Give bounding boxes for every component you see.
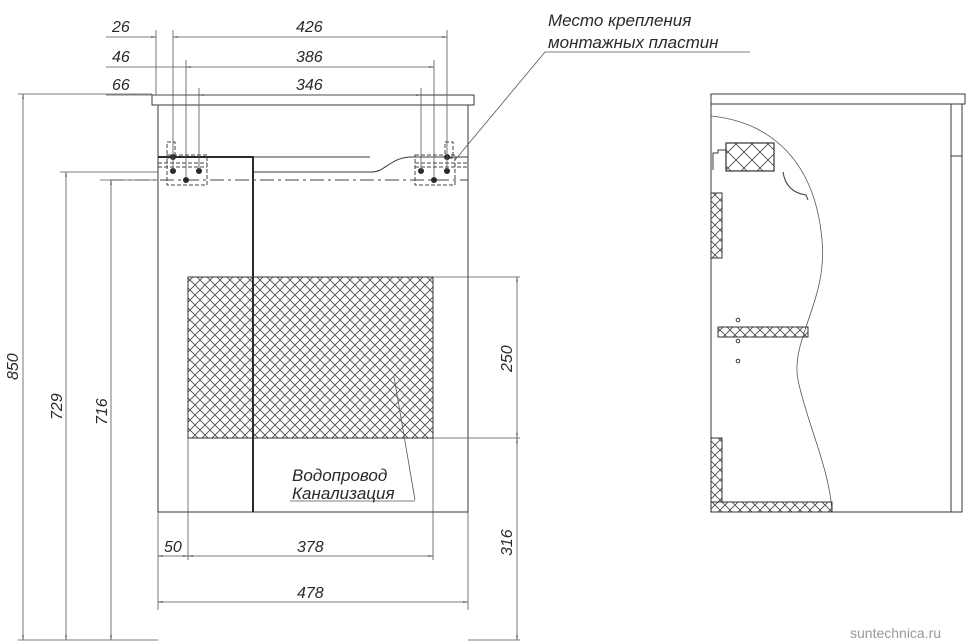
dim-346: 346 bbox=[296, 77, 323, 94]
left-mounting-plate bbox=[158, 141, 208, 186]
dim-26: 26 bbox=[111, 19, 130, 36]
cabinet-body bbox=[157, 105, 469, 513]
front-view bbox=[60, 30, 750, 610]
top-extension-lines bbox=[155, 30, 448, 178]
dim-46: 46 bbox=[112, 49, 130, 66]
dim-478: 478 bbox=[297, 585, 324, 602]
dim-729: 729 bbox=[49, 393, 66, 420]
mounting-callout-line2: монтажных пластин bbox=[548, 33, 719, 52]
dim-50: 50 bbox=[164, 539, 182, 556]
side-shelf bbox=[717, 326, 809, 338]
dim-850: 850 bbox=[5, 353, 22, 380]
dim-66: 66 bbox=[112, 77, 130, 94]
dim-426: 426 bbox=[296, 19, 323, 36]
dim-386: 386 bbox=[296, 49, 323, 66]
side-sink-block bbox=[725, 142, 775, 172]
pipes-callout-line2: Канализация bbox=[292, 484, 395, 503]
bottom-dimensions: 50 378 478 bbox=[158, 539, 469, 603]
side-wave-profile bbox=[710, 115, 833, 513]
pipes-leader-line bbox=[393, 376, 416, 501]
side-upper-rail bbox=[710, 192, 723, 259]
dim-716: 716 bbox=[94, 398, 111, 425]
right-dimensions: 250 316 bbox=[468, 276, 520, 641]
side-lower-rail bbox=[710, 437, 723, 503]
plumbing-zone-hatch bbox=[187, 276, 434, 439]
mounting-callout-line1: Место крепления bbox=[548, 11, 691, 30]
countertop bbox=[151, 94, 475, 106]
side-countertop bbox=[710, 93, 966, 105]
pipes-callout-line1: Водопровод bbox=[292, 466, 387, 485]
right-mounting-plate bbox=[414, 141, 468, 186]
left-dimensions: 850 729 716 bbox=[5, 93, 158, 641]
side-view bbox=[710, 93, 966, 513]
dim-378: 378 bbox=[297, 539, 324, 556]
dim-316: 316 bbox=[499, 529, 516, 556]
top-dimensions: 26 426 46 386 66 346 bbox=[106, 19, 448, 96]
mounting-leader-line bbox=[454, 51, 750, 161]
watermark: suntechnica.ru bbox=[850, 625, 941, 641]
side-bottom-panel bbox=[710, 501, 833, 513]
dim-250: 250 bbox=[499, 345, 516, 373]
side-body bbox=[710, 104, 963, 513]
top-rail-curve bbox=[253, 156, 468, 173]
